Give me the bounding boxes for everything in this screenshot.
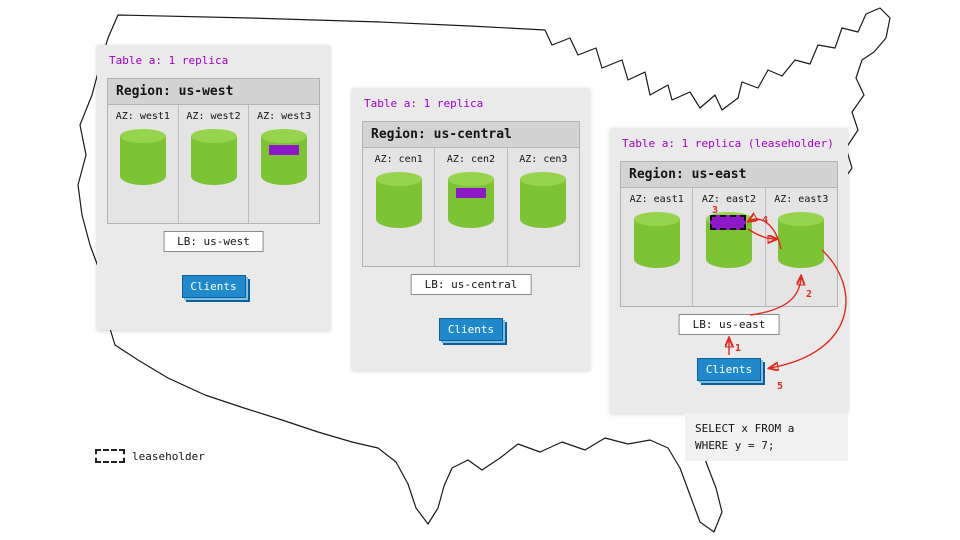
az-cell-east2: AZ: east2	[692, 188, 764, 306]
clients-box-us-west: Clients	[181, 275, 246, 298]
cylinder-top	[190, 129, 237, 143]
region-panel-us-central: Table a: 1 replica Region: us-central AZ…	[352, 88, 590, 370]
legend: leaseholder	[95, 449, 205, 463]
az-label: AZ: west1	[115, 111, 170, 122]
az-label: AZ: west2	[186, 111, 241, 122]
database-cylinder	[119, 129, 166, 185]
table-replica-leaseholder-label: Table a: 1 replica (leaseholder)	[622, 137, 834, 150]
az-label: AZ: cen3	[519, 154, 568, 165]
az-row: AZ: east1 AZ: east2 AZ: east3	[621, 188, 837, 306]
load-balancer-us-east: LB: us-east	[678, 314, 780, 335]
database-cylinder	[261, 129, 308, 185]
clients-box-us-central: Clients	[439, 318, 503, 341]
load-balancer-us-central: LB: us-central	[410, 274, 532, 295]
az-cell-west2: AZ: west2	[177, 105, 249, 223]
cylinder-top	[778, 212, 825, 226]
az-label: AZ: cen2	[446, 154, 496, 165]
region-panel-us-west: Table a: 1 replica Region: us-west AZ: w…	[97, 45, 330, 330]
cylinder-top	[261, 129, 308, 143]
az-cell-cen2: AZ: cen2	[434, 148, 506, 266]
cylinder-body	[190, 136, 237, 185]
cylinder-body	[778, 219, 825, 268]
leaseholder-legend-icon	[95, 449, 125, 463]
database-cylinder	[447, 172, 494, 228]
cylinder-body	[520, 179, 567, 228]
az-label: AZ: east3	[774, 194, 829, 205]
region-title: Region: us-west	[108, 79, 319, 105]
sql-query-line2: WHERE y = 7;	[695, 439, 775, 453]
cylinder-top	[447, 172, 494, 186]
database-cylinder	[705, 212, 752, 268]
table-replica-label: Table a: 1 replica	[109, 54, 229, 67]
cylinder-top	[520, 172, 567, 186]
region-box: Region: us-central AZ: cen1 AZ: cen2 AZ:…	[362, 121, 580, 267]
az-cell-cen1: AZ: cen1	[363, 148, 434, 266]
region-box: Region: us-east AZ: east1 AZ: east2 AZ: …	[620, 161, 838, 307]
sql-query-line1: SELECT x FROM a	[695, 422, 795, 435]
cylinder-top	[633, 212, 680, 226]
clients-box-us-east: Clients	[697, 358, 761, 381]
database-cylinder	[520, 172, 567, 228]
az-label: AZ: west3	[257, 111, 312, 122]
cylinder-body	[375, 179, 422, 228]
database-cylinder	[190, 129, 237, 185]
cylinder-body	[119, 136, 166, 185]
table-replica-label: Table a: 1 replica	[364, 97, 484, 110]
region-title: Region: us-central	[363, 122, 579, 148]
cylinder-top	[119, 129, 166, 143]
replica-range-marker	[269, 145, 300, 155]
database-cylinder	[778, 212, 825, 268]
leaseholder-range-marker	[709, 215, 746, 230]
cylinder-body	[261, 136, 308, 185]
az-label: AZ: cen1	[374, 154, 423, 165]
region-panel-us-east: Table a: 1 replica (leaseholder) Region:…	[610, 128, 848, 413]
az-cell-west3: AZ: west3	[248, 105, 319, 223]
az-row: AZ: west1 AZ: west2 AZ: west3	[108, 105, 319, 223]
az-cell-cen3: AZ: cen3	[506, 148, 579, 266]
region-box: Region: us-west AZ: west1 AZ: west2 AZ: …	[107, 78, 320, 224]
cylinder-top	[375, 172, 422, 186]
cylinder-body	[633, 219, 680, 268]
az-label: AZ: east1	[629, 194, 684, 205]
database-cylinder	[633, 212, 680, 268]
sql-query-box: SELECT x FROM a WHERE y = 7;	[685, 413, 848, 462]
replica-range-marker	[455, 188, 486, 198]
az-cell-east1: AZ: east1	[621, 188, 692, 306]
load-balancer-us-west: LB: us-west	[163, 231, 264, 252]
leaseholder-legend-label: leaseholder	[132, 449, 205, 463]
az-cell-east3: AZ: east3	[764, 188, 837, 306]
region-title: Region: us-east	[621, 162, 837, 188]
database-cylinder	[375, 172, 422, 228]
az-label: AZ: east2	[701, 194, 757, 205]
az-cell-west1: AZ: west1	[108, 105, 178, 223]
cylinder-body	[447, 179, 494, 228]
az-row: AZ: cen1 AZ: cen2 AZ: cen3	[363, 148, 579, 266]
